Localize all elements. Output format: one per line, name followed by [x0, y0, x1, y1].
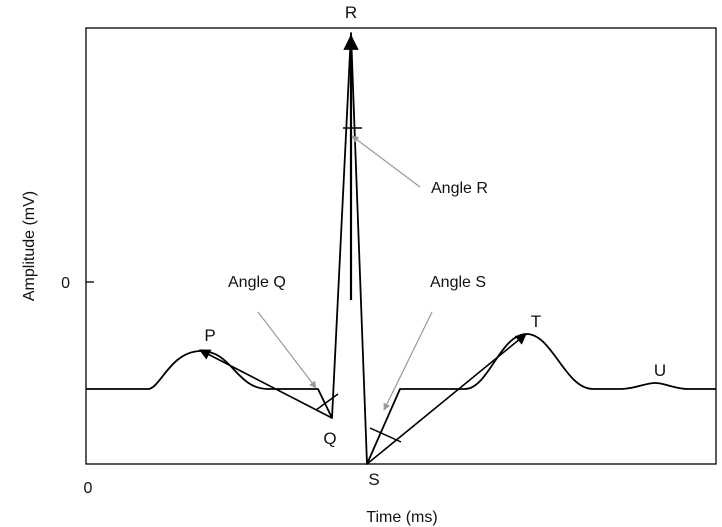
angle-r-label: Angle R — [431, 180, 488, 197]
wave-label-u: U — [654, 361, 666, 380]
angle-q-vector — [199, 349, 333, 419]
plot-frame — [85, 27, 717, 465]
wave-label-r: R — [345, 3, 357, 22]
angle-r-pointer — [351, 135, 421, 188]
angle-s-label: Angle S — [430, 274, 486, 291]
wave-label-s: S — [368, 470, 379, 489]
angle-s-pointer — [383, 311, 433, 411]
wave-label-q: Q — [323, 429, 336, 448]
y-axis-label: Amplitude (mV) — [21, 191, 38, 301]
ecg-trace — [86, 32, 716, 465]
angle-q-label: Angle Q — [228, 274, 286, 291]
wave-label-t: T — [531, 312, 541, 331]
y-tick-zero-label: 0 — [61, 275, 70, 292]
angle-s-vector — [366, 333, 527, 465]
x-axis-label: Time (ms) — [366, 509, 437, 526]
x-tick-zero-label: 0 — [84, 480, 93, 497]
angle-s-arc — [369, 427, 402, 443]
angle-q-arc — [315, 393, 339, 411]
wave-label-p: P — [204, 326, 215, 345]
angle-q-pointer — [257, 311, 317, 389]
